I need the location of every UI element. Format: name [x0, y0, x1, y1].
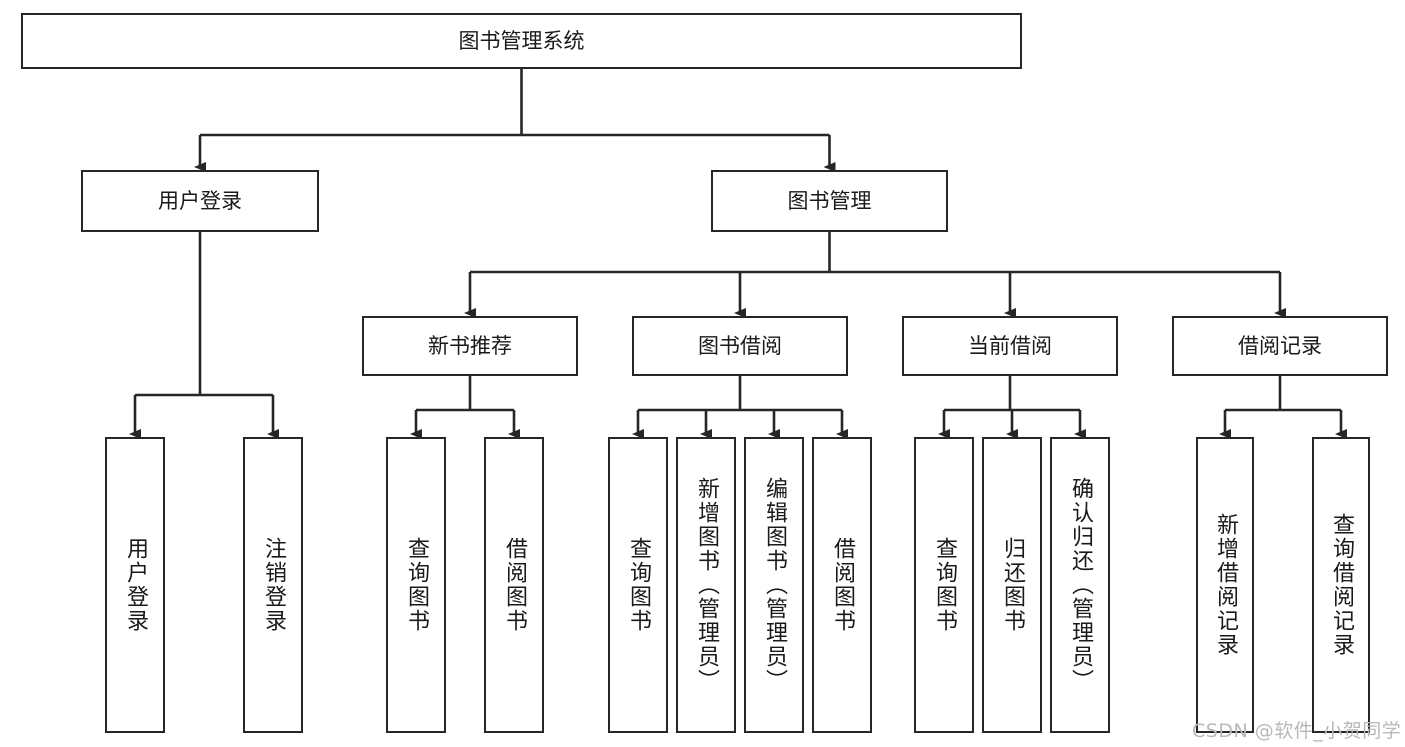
- node-leaf-query-record[interactable]: 查询借阅记录: [1312, 437, 1370, 733]
- node-leaf-add-book[interactable]: 新增图书（管理员）: [676, 437, 736, 733]
- node-leaf-edit-book[interactable]: 编辑图书（管理员）: [744, 437, 804, 733]
- node-root[interactable]: 图书管理系统: [21, 13, 1022, 69]
- node-leaf-add-record[interactable]: 新增借阅记录: [1196, 437, 1254, 733]
- node-leaf-user-login[interactable]: 用户登录: [105, 437, 165, 733]
- node-label: 借阅图书: [830, 537, 855, 633]
- node-label: 查询图书: [932, 537, 957, 633]
- node-leaf-borrow-book-2[interactable]: 借阅图书: [812, 437, 872, 733]
- node-label: 图书管理系统: [458, 28, 585, 53]
- node-label: 确认归还（管理员）: [1068, 477, 1093, 693]
- node-book-borrow[interactable]: 图书借阅: [632, 316, 848, 376]
- node-leaf-borrow-book-1[interactable]: 借阅图书: [484, 437, 544, 733]
- node-label: 归还图书: [1000, 537, 1025, 633]
- node-leaf-logout[interactable]: 注销登录: [243, 437, 303, 733]
- node-leaf-confirm-return[interactable]: 确认归还（管理员）: [1050, 437, 1110, 733]
- watermark-text: CSDN @软件_小贺同学: [1192, 720, 1402, 742]
- node-label: 查询图书: [626, 537, 651, 633]
- node-label: 图书借阅: [698, 333, 782, 358]
- node-label: 新增借阅记录: [1213, 513, 1238, 657]
- node-label: 用户登录: [158, 188, 242, 213]
- node-current-borrow[interactable]: 当前借阅: [902, 316, 1118, 376]
- node-label: 借阅图书: [502, 537, 527, 633]
- node-label: 新书推荐: [428, 333, 512, 358]
- node-new-book-recommend[interactable]: 新书推荐: [362, 316, 578, 376]
- node-label: 查询图书: [404, 537, 429, 633]
- node-leaf-return-book[interactable]: 归还图书: [982, 437, 1042, 733]
- node-label: 新增图书（管理员）: [694, 477, 719, 693]
- node-book-manage[interactable]: 图书管理: [711, 170, 948, 232]
- node-label: 用户登录: [123, 537, 148, 633]
- node-label: 图书管理: [787, 188, 872, 213]
- node-leaf-query-book-2[interactable]: 查询图书: [608, 437, 668, 733]
- node-user-login[interactable]: 用户登录: [81, 170, 319, 232]
- node-borrow-record[interactable]: 借阅记录: [1172, 316, 1388, 376]
- node-label: 编辑图书（管理员）: [762, 477, 787, 693]
- node-label: 查询借阅记录: [1329, 513, 1354, 657]
- node-label: 借阅记录: [1238, 333, 1322, 358]
- node-label: 当前借阅: [968, 333, 1052, 358]
- node-leaf-query-book-3[interactable]: 查询图书: [914, 437, 974, 733]
- node-label: 注销登录: [261, 537, 286, 633]
- node-leaf-query-book-1[interactable]: 查询图书: [386, 437, 446, 733]
